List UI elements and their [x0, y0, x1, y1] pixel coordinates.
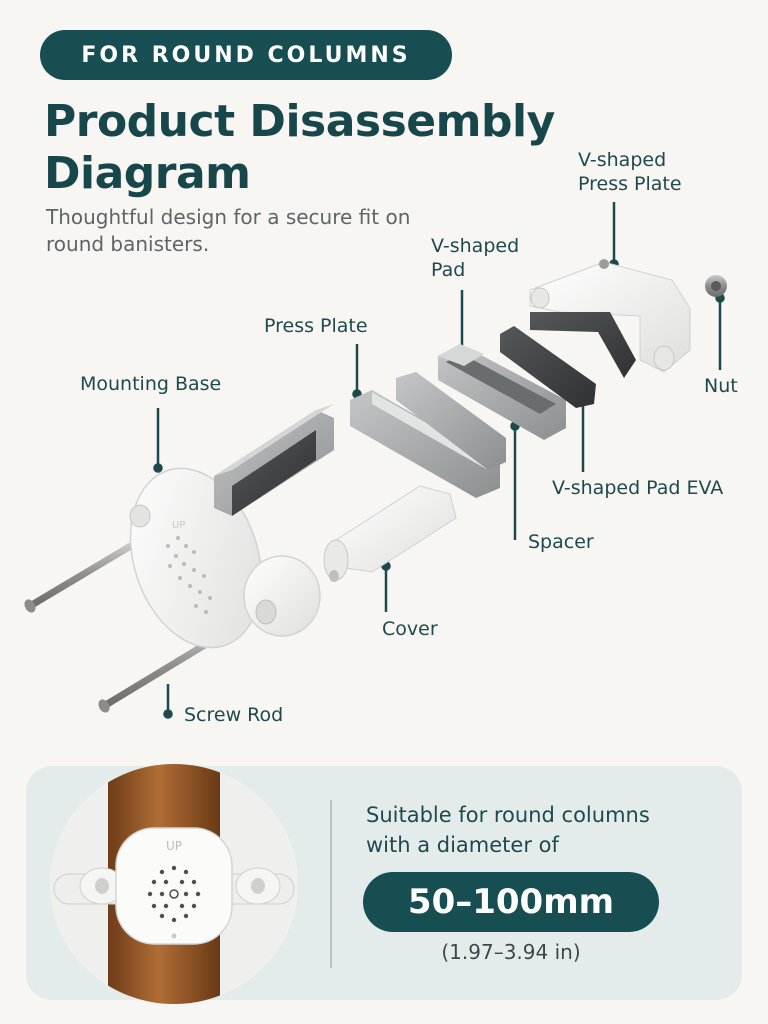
suitability-line-1: Suitable for round columns — [366, 803, 650, 827]
label-v-press-plate-line-1: V-shaped — [578, 149, 667, 171]
label-nut: Nut — [704, 375, 738, 397]
panel-divider — [330, 800, 332, 968]
label-cover: Cover — [382, 618, 438, 640]
title-line-2: Diagram — [44, 148, 251, 199]
title-line-1: Product Disassembly — [44, 96, 555, 147]
diameter-range-inches: (1.97–3.94 in) — [441, 940, 581, 964]
installed-product-illustration: UP — [50, 764, 298, 1004]
v-press-plate — [529, 259, 691, 378]
v-pad-eva — [500, 326, 596, 408]
label-press-plate: Press Plate — [264, 315, 368, 337]
label-spacer: Spacer — [528, 531, 594, 553]
label-mounting-base: Mounting Base — [80, 373, 222, 395]
leader-lines — [153, 202, 725, 719]
label-v-pad-line-1: V-shaped — [431, 235, 520, 257]
spacer-v-pad — [438, 344, 566, 440]
label-v-press-plate: V-shaped Press Plate — [578, 148, 682, 196]
cover — [323, 485, 457, 582]
suitability-text: Suitable for round columns with a diamet… — [366, 800, 706, 860]
press-plate-dark — [214, 404, 334, 516]
label-v-pad: V-shaped Pad — [431, 234, 519, 282]
press-plate — [350, 372, 506, 498]
category-badge: FOR ROUND COLUMNS — [40, 30, 452, 80]
label-v-pad-eva: V-shaped Pad EVA — [552, 477, 724, 499]
diameter-range-badge: 50–100mm — [363, 872, 659, 932]
exploded-diagram: UP — [24, 202, 727, 719]
label-screw-rod: Screw Rod — [184, 704, 284, 726]
nut — [705, 275, 727, 297]
label-v-pad-line-2: Pad — [431, 259, 466, 281]
label-v-press-plate-line-2: Press Plate — [578, 173, 682, 195]
product-mark-text: UP — [172, 520, 185, 531]
page-title: Product Disassembly Diagram — [44, 96, 555, 200]
suitability-line-2: with a diameter of — [366, 833, 559, 857]
product-mark-text-photo: UP — [166, 839, 182, 853]
installed-product-photo: UP — [50, 764, 298, 1004]
page-subtitle: Thoughtful design for a secure fit on ro… — [46, 205, 411, 256]
